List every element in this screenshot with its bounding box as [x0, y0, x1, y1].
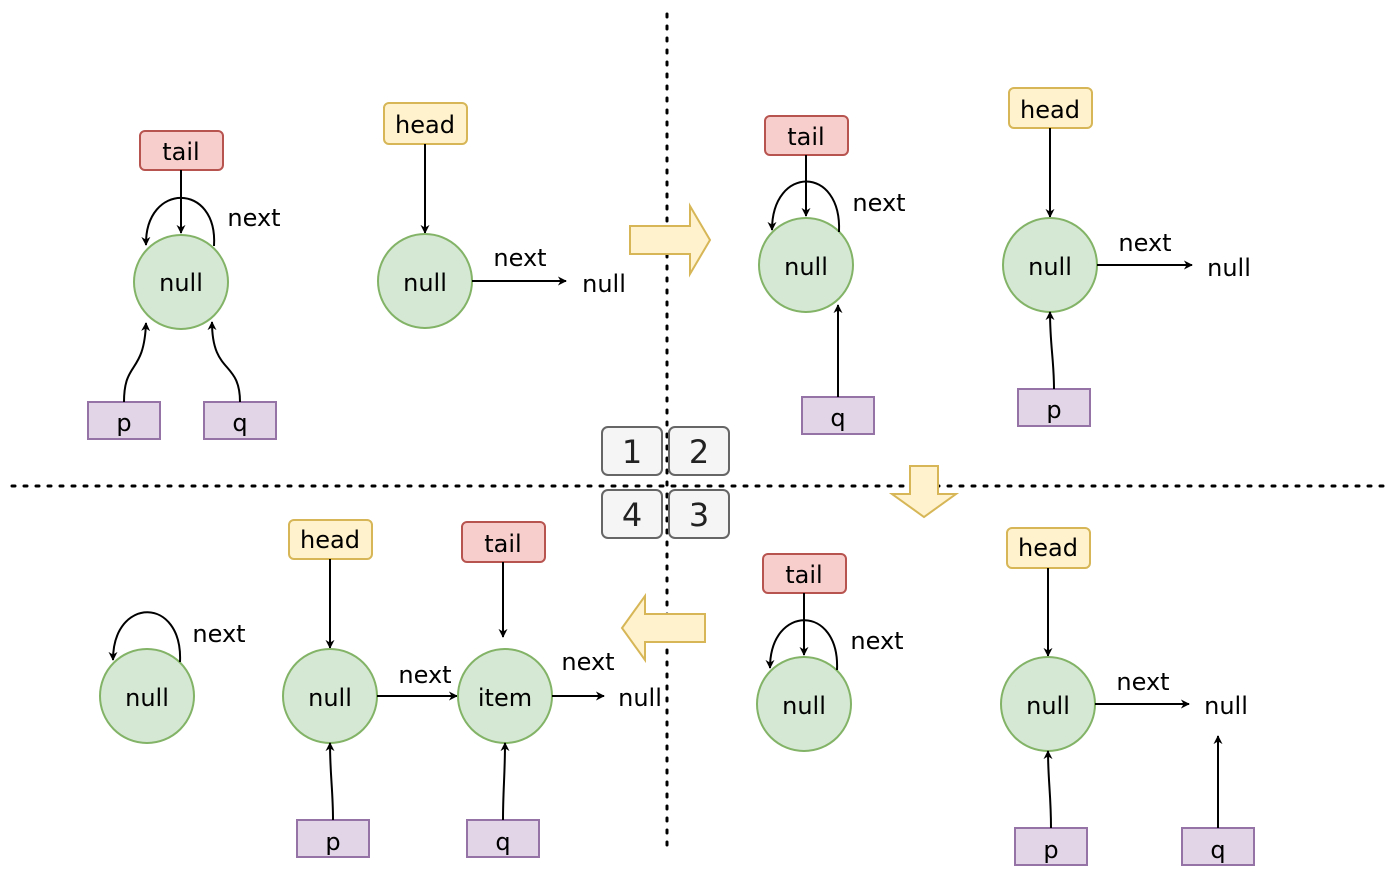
node-label: null — [1026, 692, 1070, 720]
next-self-loop — [108, 611, 182, 663]
q-box — [1181, 827, 1255, 866]
number-1: 1 — [622, 433, 642, 471]
quadrant-3: tail null next head null next null p q — [756, 527, 1255, 866]
step-arrow-left — [620, 592, 706, 664]
node-label: null — [1028, 253, 1072, 281]
quadrant-numbers: 1 2 3 4 — [601, 426, 730, 539]
node-label: null — [308, 684, 352, 712]
number-tile-3 — [668, 489, 730, 539]
null-node — [756, 656, 852, 752]
next-label: next — [493, 244, 546, 272]
p-box — [1014, 827, 1088, 866]
next-self-loop — [767, 180, 841, 233]
next-label: next — [192, 620, 245, 648]
step-arrow-right — [629, 202, 712, 278]
node-label: null — [125, 684, 169, 712]
head-label: head — [395, 111, 455, 139]
next-label: next — [227, 204, 280, 232]
p-box — [296, 819, 370, 858]
node-label: null — [782, 692, 826, 720]
head-label: head — [1018, 534, 1078, 562]
q-label: q — [232, 409, 247, 437]
next-label: next — [1116, 668, 1169, 696]
next-self-loop — [141, 197, 216, 247]
quadrant-1: tail null next head null next null p q — [87, 102, 626, 440]
head-label: head — [1020, 96, 1080, 124]
p-box — [1017, 388, 1091, 427]
number-2: 2 — [689, 433, 709, 471]
number-4: 4 — [622, 496, 642, 534]
q-box — [466, 819, 540, 858]
null-text: null — [1204, 692, 1248, 720]
q-label: q — [1210, 836, 1225, 864]
p-label: p — [325, 828, 340, 856]
next-label: next — [1118, 229, 1171, 257]
p-label: p — [1046, 396, 1061, 424]
item-label: item — [478, 684, 532, 712]
number-tile-4 — [601, 489, 663, 539]
null-text: null — [618, 684, 662, 712]
next-label: next — [561, 648, 614, 676]
number-tile-2 — [668, 426, 730, 476]
p-arrow — [123, 322, 151, 403]
q-box — [203, 401, 277, 440]
next-label: next — [398, 661, 451, 689]
next-label: next — [850, 627, 903, 655]
quadrant-2: tail null next q head null next null p — [758, 87, 1251, 435]
next-label: next — [852, 189, 905, 217]
tail-label: tail — [785, 561, 822, 589]
next-self-loop — [765, 619, 839, 671]
tail-label: tail — [484, 530, 521, 558]
tail-label: tail — [162, 138, 199, 166]
null-node — [133, 234, 229, 330]
q-label: q — [830, 404, 845, 432]
null-node — [99, 648, 195, 744]
p-arrow — [325, 742, 335, 821]
p-arrow — [1045, 311, 1055, 390]
node-label: null — [159, 269, 203, 297]
tail-label: tail — [787, 123, 824, 151]
node-label: null — [403, 269, 447, 297]
p-arrow — [1043, 750, 1053, 829]
null-text: null — [582, 270, 626, 298]
step-arrow-down — [888, 465, 960, 519]
node-label: null — [784, 253, 828, 281]
number-3: 3 — [689, 496, 709, 534]
q-arrow — [500, 742, 510, 821]
number-tile-1 — [601, 426, 663, 476]
quadrant-4: null next head null next tail item next … — [99, 519, 662, 858]
null-text: null — [1207, 254, 1251, 282]
p-label: p — [1043, 836, 1058, 864]
q-arrow — [207, 321, 241, 403]
q-label: q — [495, 828, 510, 856]
head-label: head — [300, 526, 360, 554]
null-node — [758, 217, 854, 313]
p-label: p — [116, 409, 131, 437]
